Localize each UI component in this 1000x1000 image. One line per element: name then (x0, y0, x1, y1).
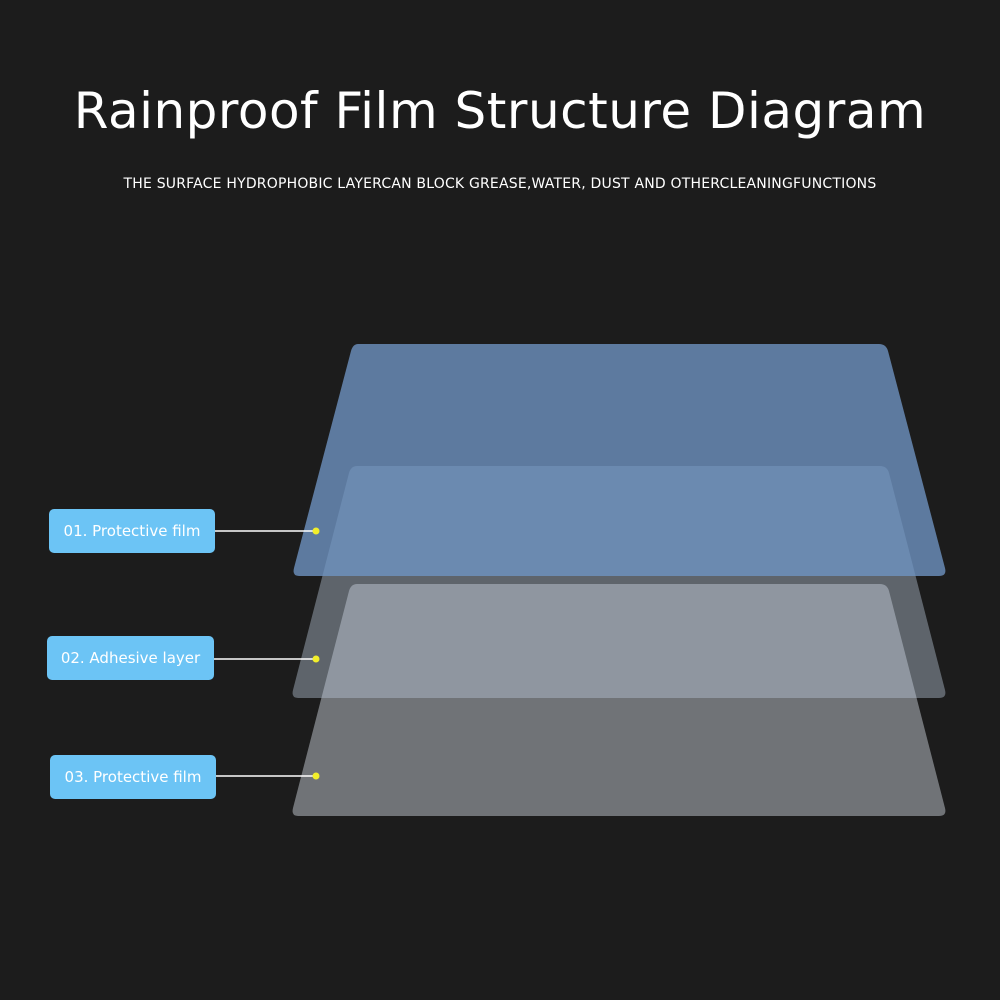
layer-2-marker-dot (312, 655, 320, 663)
layer-1-sheet (293, 344, 946, 576)
layer-2-label: 02. Adhesive layer (47, 636, 214, 680)
layer-3-marker-dot (312, 772, 320, 780)
page-title: Rainproof Film Structure Diagram (73, 82, 927, 140)
layer-3-sheet (292, 584, 946, 816)
layer-1-label: 01. Protective film (49, 509, 215, 553)
layer-3-label: 03. Protective film (50, 755, 216, 799)
page-subtitle: THE SURFACE HYDROPHOBIC LAYERCAN BLOCK G… (123, 176, 877, 192)
layer-1-marker-dot (312, 527, 320, 535)
